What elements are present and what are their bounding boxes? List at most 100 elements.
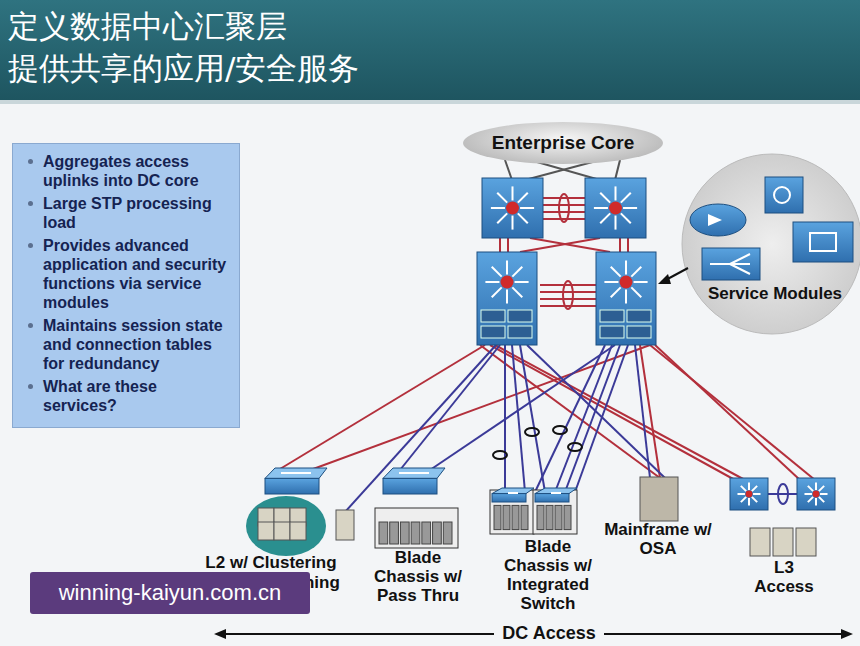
ids-module-icon — [774, 187, 790, 203]
slide-title: 定义数据中心汇聚层 — [8, 6, 287, 48]
service-module-slot — [600, 310, 624, 322]
core-cloud: Enterprise Core — [463, 122, 663, 164]
switch-icon — [265, 468, 327, 494]
ssl-module-icon — [810, 233, 836, 251]
bullet-text: What are these services? — [25, 377, 229, 415]
service-module-slot — [481, 310, 505, 322]
link-wire — [520, 238, 600, 252]
bullet-text: Large STP processing load — [25, 194, 229, 232]
multilayer-switch-icon — [482, 178, 543, 238]
link-wire — [615, 160, 620, 180]
server-icon — [336, 510, 354, 540]
watermark: winning-kaiyun.com.cn — [30, 572, 310, 614]
bullet-dot — [28, 201, 33, 206]
server-icon — [773, 528, 793, 556]
load-balancer-icon — [702, 248, 760, 280]
service-module-slot — [508, 310, 532, 322]
link-wire — [650, 345, 815, 480]
link-wire — [619, 238, 621, 252]
etherchannel-ring — [493, 451, 507, 459]
service-module-slot — [481, 326, 505, 338]
header-bar — [0, 0, 860, 100]
switch-icon — [383, 468, 445, 494]
bullet-text: Aggregates access uplinks into DC core — [25, 152, 229, 190]
link-wire — [543, 218, 585, 220]
blade-chassis-icon — [375, 508, 458, 548]
service-modules-label-box: Service Modules — [696, 280, 854, 308]
multilayer-switch-icon — [585, 178, 646, 238]
pointer-arrow — [658, 274, 671, 284]
switch-icon — [535, 488, 577, 502]
link-wire — [575, 345, 628, 492]
link-wire — [400, 345, 500, 470]
multilayer-switch-icon — [596, 252, 656, 345]
bullet-text: Maintains session state and connection t… — [25, 316, 229, 373]
service-module-slot — [627, 310, 651, 322]
link-wire — [507, 238, 509, 252]
ssl-module-icon — [793, 222, 853, 262]
access-label: Blade Chassis w/ Pass Thru — [365, 548, 471, 605]
server-icon — [796, 528, 816, 556]
cluster-group-oval — [246, 496, 326, 556]
blade-chassis-icon — [490, 490, 534, 534]
link-wire — [535, 345, 605, 492]
slide-subtitle: 提供共享的应用/安全服务 — [8, 48, 508, 90]
ids-module-icon — [765, 177, 803, 213]
server-icon — [258, 522, 274, 540]
service-module-slot — [600, 326, 624, 338]
link-wire — [565, 345, 620, 492]
span-label: DC Access — [494, 622, 604, 644]
etherchannel-ring — [568, 443, 582, 451]
link-wire — [543, 211, 585, 213]
server-icon — [750, 528, 770, 556]
mainframe-icon — [640, 477, 678, 521]
link-wire — [543, 204, 585, 206]
link-wire — [543, 197, 585, 199]
multilayer-switch-icon — [730, 478, 768, 510]
link-wire — [527, 345, 665, 478]
server-icon — [290, 522, 306, 540]
etherchannel-ring — [553, 426, 567, 434]
link-wire — [499, 238, 501, 252]
link-wire — [655, 345, 800, 480]
bullet-dot — [28, 384, 33, 389]
blade-chassis-icon — [533, 490, 577, 534]
bullet-panel: Aggregates access uplinks into DC coreLa… — [12, 143, 240, 428]
access-label: L3 Access — [744, 558, 824, 596]
firewall-module-icon — [708, 214, 722, 226]
link-wire — [530, 238, 610, 252]
link-wire — [540, 291, 596, 293]
etherchannel-ring — [525, 428, 539, 436]
link-wire — [504, 345, 506, 492]
link-wire — [540, 298, 596, 300]
service-modules-disc — [682, 154, 860, 334]
switch-icon — [492, 488, 534, 502]
node-label: Enterprise Core — [492, 132, 635, 154]
bullet-dot — [28, 243, 33, 248]
load-balancer-icon — [710, 254, 750, 274]
multilayer-switch-icon — [477, 252, 537, 345]
access-label: Mainframe w/ OSA — [604, 520, 712, 558]
access-label: Blade Chassis w/ Integrated Switch — [490, 537, 606, 613]
bullet-dot — [28, 323, 33, 328]
service-module-slot — [627, 326, 651, 338]
header-rule — [0, 100, 860, 104]
firewall-module-icon — [690, 204, 746, 236]
server-icon — [274, 522, 290, 540]
link-wire — [480, 345, 660, 478]
etherchannel-ring — [563, 281, 573, 309]
bullet-dot — [28, 159, 33, 164]
link-wire — [540, 305, 596, 307]
multilayer-switch-icon — [797, 478, 835, 510]
link-wire — [635, 345, 650, 478]
bullet-text: Provides advanced application and securi… — [25, 236, 229, 312]
link-wire — [627, 238, 629, 252]
link-wire — [768, 493, 797, 495]
link-wire — [505, 160, 512, 180]
node-label: Service Modules — [708, 284, 842, 304]
link-wire — [540, 284, 596, 286]
link-wire — [345, 345, 496, 512]
etherchannel-ring — [559, 194, 569, 222]
service-module-slot — [508, 326, 532, 338]
link-wire — [520, 345, 545, 492]
